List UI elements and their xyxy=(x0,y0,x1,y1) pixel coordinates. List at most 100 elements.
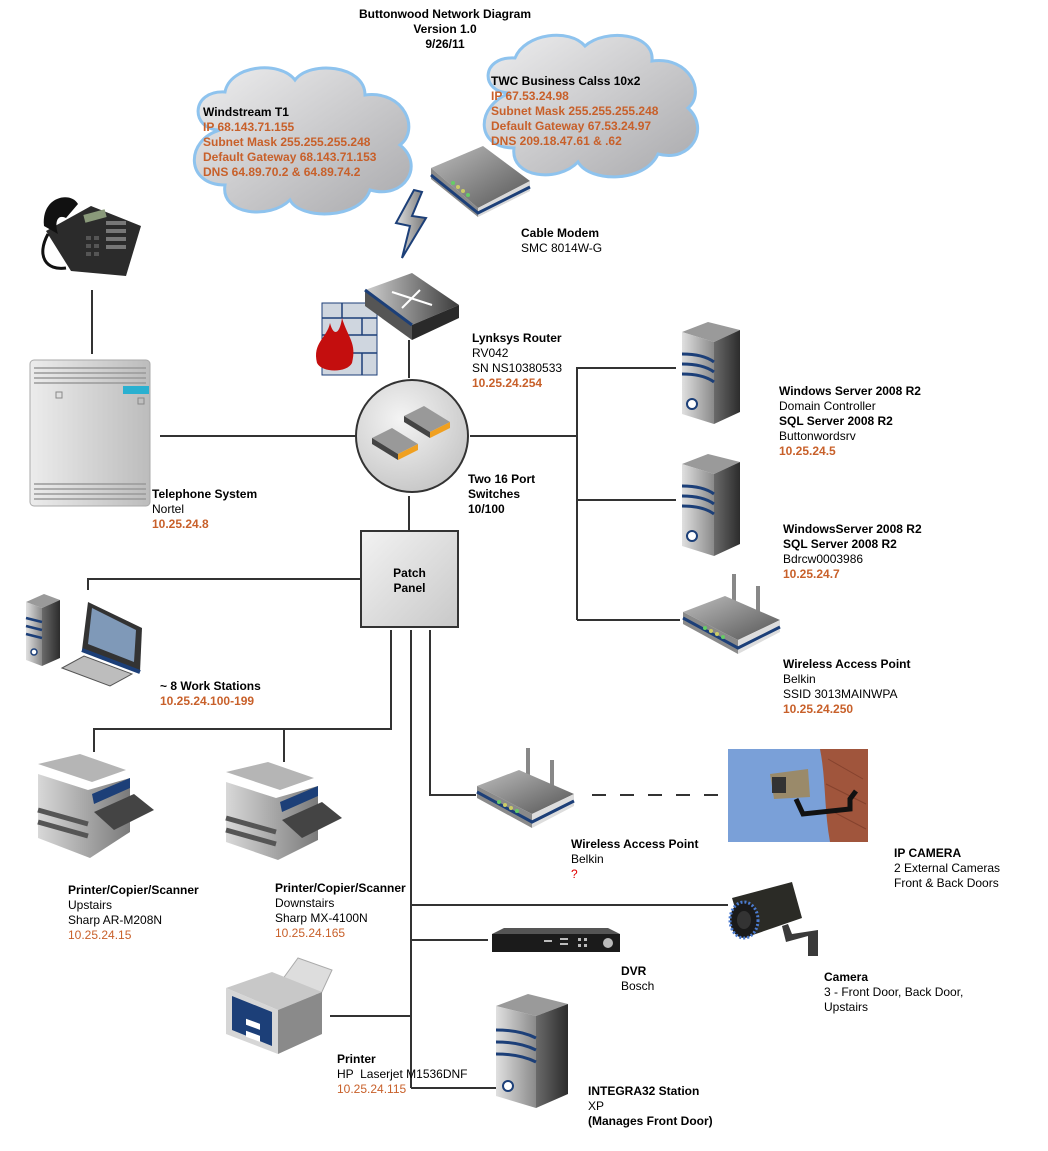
patch-line1: Patch xyxy=(393,566,426,580)
device-vendor: Belkin xyxy=(783,672,816,686)
device-detail: Upstairs xyxy=(824,1000,869,1014)
isp-name: Windstream T1 xyxy=(203,105,289,119)
router-label: Lynksys Router RV042 SN NS10380533 10.25… xyxy=(472,331,562,391)
pbx-icon[interactable] xyxy=(26,354,152,508)
version-line: Version 1.0 xyxy=(413,22,477,36)
camera-icon[interactable] xyxy=(722,878,826,964)
switch-line1: Two 16 Port xyxy=(468,472,536,486)
isp-gateway: Default Gateway 67.53.24.97 xyxy=(491,119,652,133)
device-model: SMC 8014W-G xyxy=(521,241,603,255)
server-hostname: Bdrcw0003986 xyxy=(783,552,864,566)
wire-patch-workstations xyxy=(87,578,360,590)
device-ip: 10.25.24.250 xyxy=(783,702,854,716)
title-line: Buttonwood Network Diagram xyxy=(358,7,531,21)
device-ip: 10.25.24.7 xyxy=(783,567,840,581)
server2-label: WindowsServer 2008 R2 SQL Server 2008 R2… xyxy=(783,522,922,582)
server-role: Domain Controller xyxy=(779,399,876,413)
printer-upstairs-label: Printer/Copier/Scanner Upstairs Sharp AR… xyxy=(68,883,199,943)
server-icon[interactable] xyxy=(678,318,744,428)
device-name: Wireless Access Point xyxy=(571,837,699,851)
printer-hp-label: Printer HP Laserjet M1536DNF 10.25.24.11… xyxy=(337,1052,468,1097)
isp-subnet: Subnet Mask 255.255.255.248 xyxy=(203,135,371,149)
server-db: SQL Server 2008 R2 xyxy=(783,537,897,551)
windstream-info: Windstream T1 IP 68.143.71.155 Subnet Ma… xyxy=(203,105,376,180)
device-name: IP CAMERA xyxy=(894,846,962,860)
integra-label: INTEGRA32 Station XP (Manages Front Door… xyxy=(588,1084,713,1129)
cable-modem-icon[interactable] xyxy=(428,143,533,221)
device-ip-unknown: ? xyxy=(571,867,578,881)
wireless-ap-icon[interactable] xyxy=(680,572,784,666)
switches-label: Two 16 Port Switches 10/100 xyxy=(468,472,535,517)
device-name: Printer xyxy=(337,1052,376,1066)
isp-gateway: Default Gateway 68.143.71.153 xyxy=(203,150,377,164)
copier-icon[interactable] xyxy=(30,752,156,862)
device-ip: 10.25.24.254 xyxy=(472,376,543,390)
wire-patch-wap2 xyxy=(429,630,476,796)
desk-phone-icon[interactable] xyxy=(36,186,148,284)
diagram-title: Buttonwood Network Diagram Version 1.0 9… xyxy=(340,7,550,52)
copier-icon[interactable] xyxy=(218,760,344,864)
device-model: Sharp MX-4100N xyxy=(275,911,368,925)
telephone-system-label: Telephone System Nortel 10.25.24.8 xyxy=(152,487,257,532)
server-icon[interactable] xyxy=(678,450,744,560)
device-detail: 2 External Cameras xyxy=(894,861,1001,875)
device-os: XP xyxy=(588,1099,605,1113)
server-hostname: Buttonwordsrv xyxy=(779,429,856,443)
device-location: Upstairs xyxy=(68,898,113,912)
device-name: DVR xyxy=(621,964,647,978)
switch-line2: Switches xyxy=(468,487,521,501)
server-os: WindowsServer 2008 R2 xyxy=(783,522,922,536)
wireless-ap-icon[interactable] xyxy=(474,746,578,840)
server1-label: Windows Server 2008 R2 Domain Controller… xyxy=(779,384,921,459)
isp-subnet: Subnet Mask 255.255.255.248 xyxy=(491,104,659,118)
device-ip: 10.25.24.15 xyxy=(68,928,132,942)
server-os: Windows Server 2008 R2 xyxy=(779,384,921,398)
device-ip: 10.25.24.5 xyxy=(779,444,836,458)
wap2-label: Wireless Access Point Belkin ? xyxy=(571,837,699,882)
date-line: 9/26/11 xyxy=(425,37,465,51)
device-name: Telephone System xyxy=(152,487,258,501)
device-ip: 10.25.24.100-199 xyxy=(160,694,255,708)
isp-ip: IP 68.143.71.155 xyxy=(203,120,295,134)
cable-modem-label: Cable Modem SMC 8014W-G xyxy=(521,226,602,256)
wap1-label: Wireless Access Point Belkin SSID 3013MA… xyxy=(783,657,911,717)
camera-label: Camera 3 - Front Door, Back Door, Upstai… xyxy=(824,970,963,1015)
router-icon[interactable] xyxy=(362,270,462,342)
device-vendor: Bosch xyxy=(621,979,655,993)
ip-camera-label: IP CAMERA 2 External Cameras Front & Bac… xyxy=(894,846,1000,891)
dvr-label: DVR Bosch xyxy=(621,964,654,994)
device-name: ~ 8 Work Stations xyxy=(160,679,261,693)
dvr-icon[interactable] xyxy=(488,926,624,956)
switch-icon[interactable] xyxy=(354,376,474,498)
device-model: Sharp AR-M208N xyxy=(68,913,163,927)
twc-info: TWC Business Calss 10x2 IP 67.53.24.98 S… xyxy=(491,74,658,149)
server-icon[interactable] xyxy=(492,990,572,1110)
isp-name: TWC Business Calss 10x2 xyxy=(491,74,641,88)
device-ssid: SSID 3013MAINWPA xyxy=(783,687,898,701)
device-name: Printer/Copier/Scanner xyxy=(68,883,199,897)
device-name: Camera xyxy=(824,970,869,984)
laser-printer-icon[interactable] xyxy=(222,954,334,1056)
device-name: Lynksys Router xyxy=(472,331,562,345)
wire-switch-servers xyxy=(470,367,676,437)
patch-panel[interactable]: Patch Panel xyxy=(360,530,459,628)
workstation-icon[interactable] xyxy=(22,590,150,688)
ip-camera-icon[interactable] xyxy=(728,749,868,842)
device-name: Cable Modem xyxy=(521,226,600,240)
device-vendor: Nortel xyxy=(152,502,185,516)
device-serial: SN NS10380533 xyxy=(472,361,563,375)
isp-dns: DNS 209.18.47.61 & .62 xyxy=(491,134,622,148)
device-ip: 10.25.24.115 xyxy=(337,1082,407,1096)
wire-patch-printers xyxy=(93,630,392,752)
device-name: Wireless Access Point xyxy=(783,657,911,671)
device-name: INTEGRA32 Station xyxy=(588,1084,700,1098)
patch-line2: Panel xyxy=(393,581,426,595)
device-detail: Front & Back Doors xyxy=(894,876,999,890)
device-location: Downstairs xyxy=(275,896,335,910)
device-name: Printer/Copier/Scanner xyxy=(275,881,406,895)
firewall-icon xyxy=(315,302,378,376)
workstations-label: ~ 8 Work Stations 10.25.24.100-199 xyxy=(160,679,261,709)
device-note: (Manages Front Door) xyxy=(588,1114,713,1128)
windstream-cloud-icon xyxy=(192,66,413,216)
